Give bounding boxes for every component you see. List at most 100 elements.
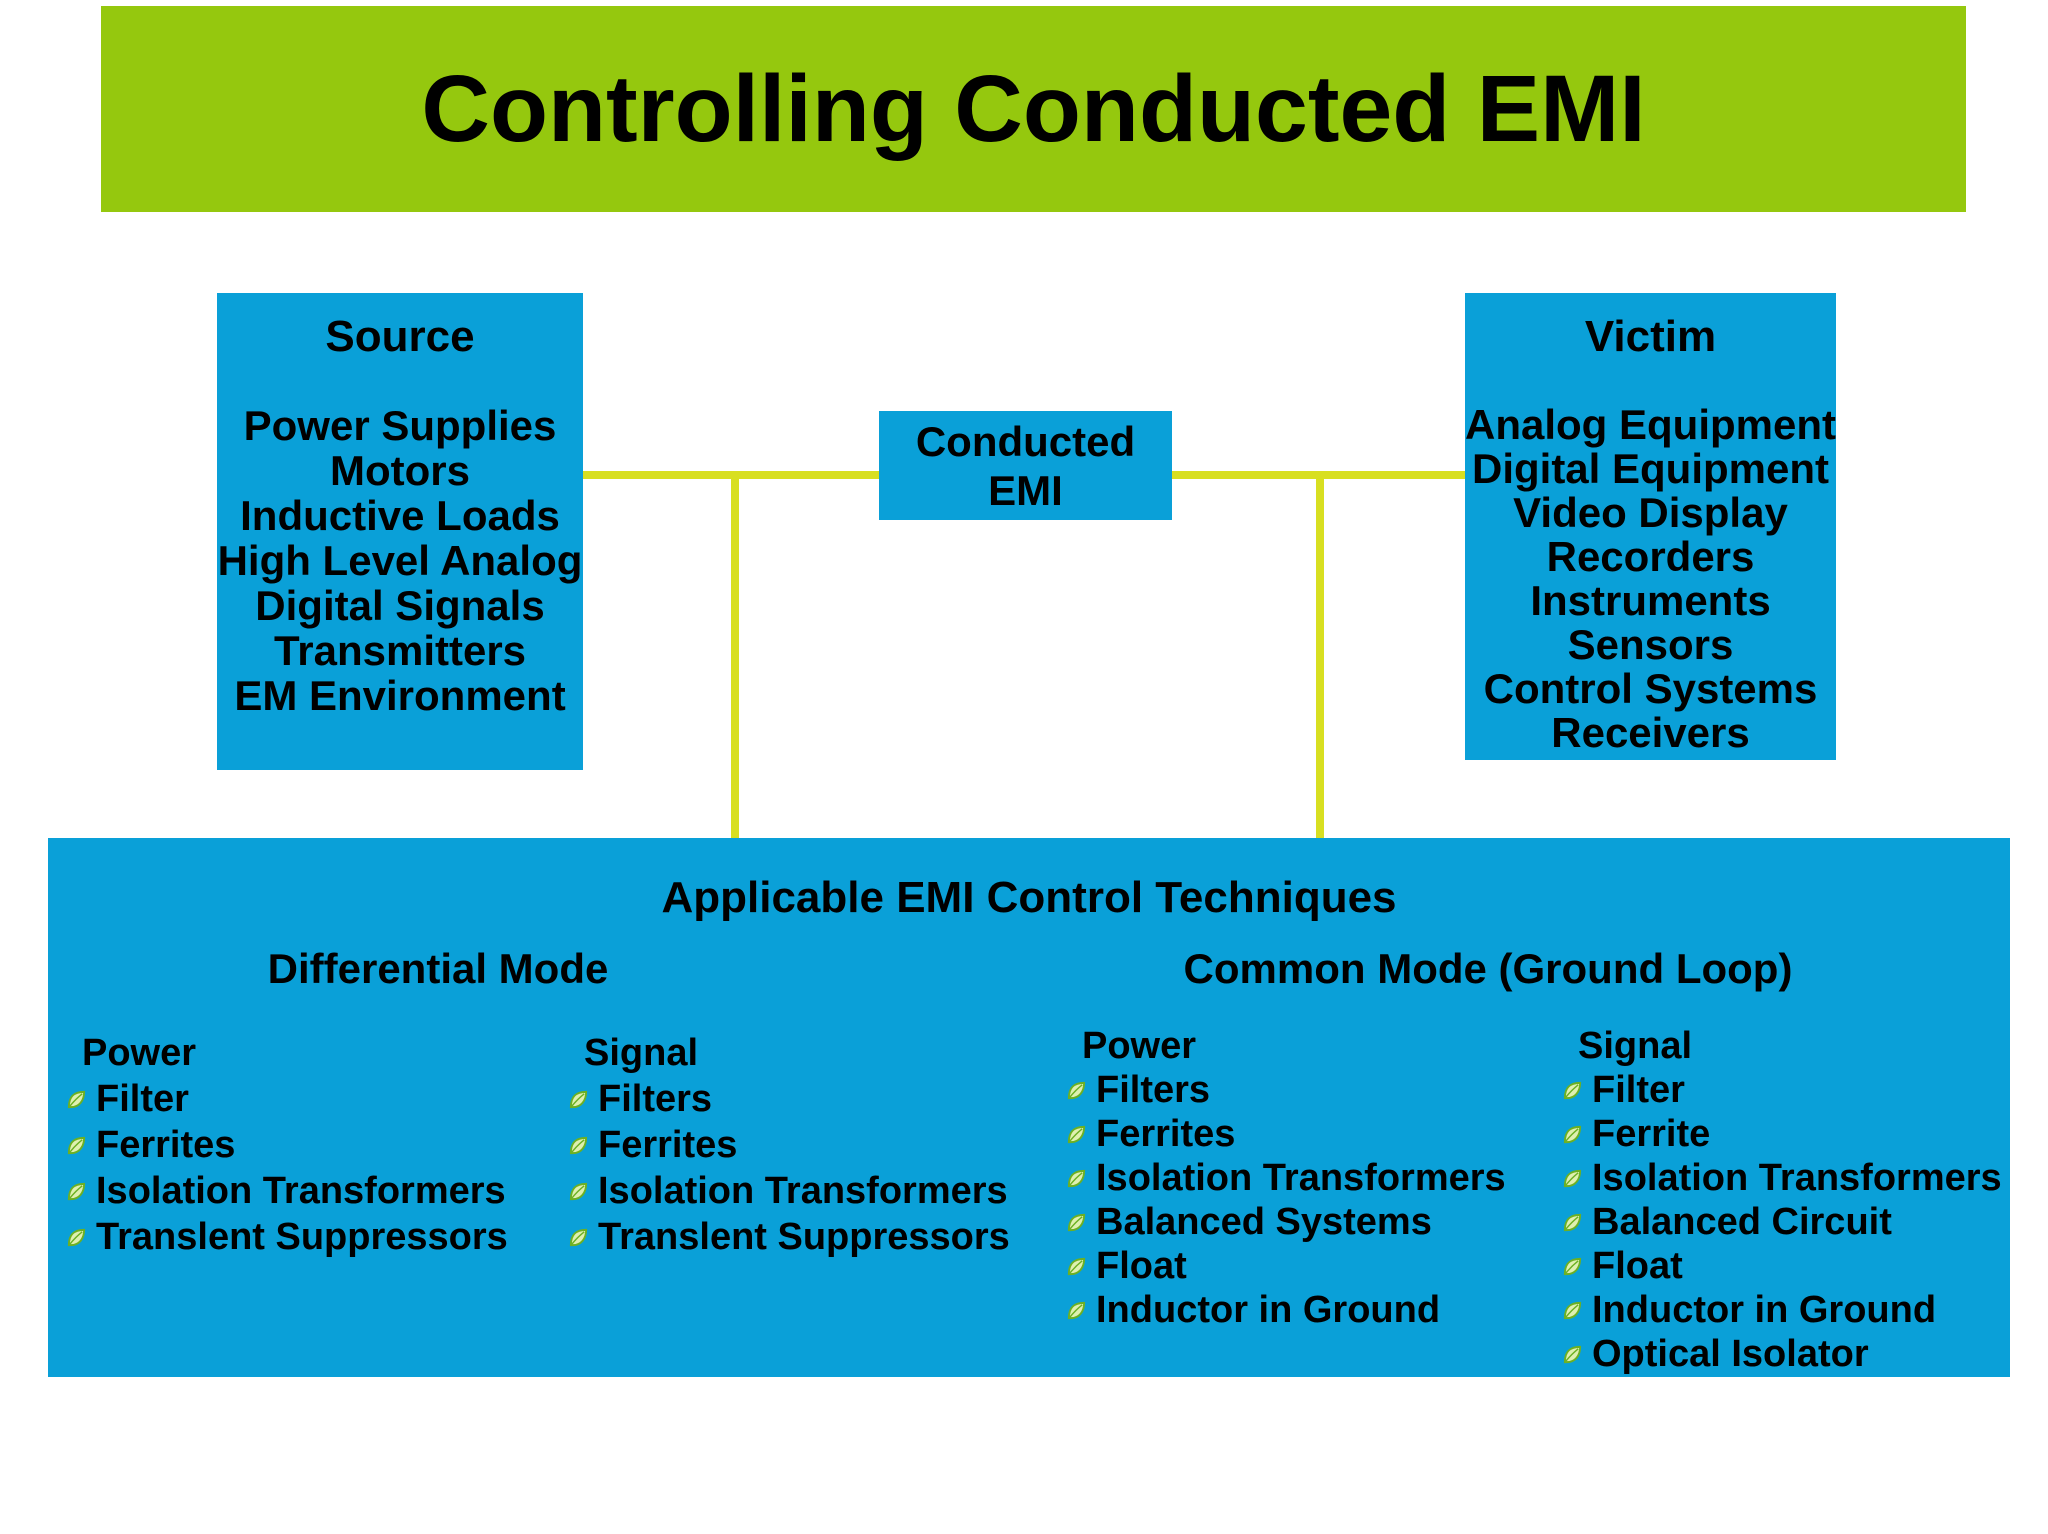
leaf-bullet-icon bbox=[568, 1089, 598, 1110]
conducted-emi-label-line2: EMI bbox=[988, 467, 1063, 514]
technique-item-label: Isolation Transformers bbox=[598, 1170, 1008, 1212]
technique-item-label: Ferrite bbox=[1592, 1113, 1711, 1155]
leaf-bullet-icon bbox=[66, 1089, 96, 1110]
leaf-bullet-icon bbox=[1066, 1300, 1096, 1321]
tech-item-list: Filter Ferrite Isolation Transformers Ba… bbox=[1562, 1068, 2002, 1376]
technique-item-label: Float bbox=[1096, 1245, 1187, 1287]
leaf-bullet-icon bbox=[1562, 1212, 1592, 1233]
victim-item: Video Display bbox=[1513, 489, 1788, 536]
technique-item: Optical Isolator bbox=[1562, 1332, 2002, 1376]
victim-item: Sensors bbox=[1567, 621, 1734, 668]
tech-column-common-power: Power Filters Ferrites Isolation Transfo… bbox=[1066, 1024, 1506, 1332]
tech-item-list: Filters Ferrites Isolation Transformers … bbox=[1066, 1068, 1506, 1332]
techniques-box: Applicable EMI Control Techniques Differ… bbox=[48, 838, 2010, 1377]
technique-item-label: Balanced Systems bbox=[1096, 1201, 1432, 1243]
technique-item-label: Filter bbox=[1592, 1069, 1685, 1111]
technique-item-label: Float bbox=[1592, 1245, 1683, 1287]
technique-item: Isolation Transformers bbox=[66, 1168, 508, 1214]
connector-line-left-vertical bbox=[731, 471, 739, 838]
techniques-title: Applicable EMI Control Techniques bbox=[661, 873, 1397, 922]
conducted-emi-box: Conducted EMI bbox=[879, 411, 1172, 520]
victim-item: Control Systems bbox=[1483, 665, 1818, 712]
tech-column-differential-signal: Signal Filters Ferrites Isolation Transf… bbox=[568, 1030, 1010, 1260]
tech-column-heading: Power bbox=[82, 1032, 197, 1074]
leaf-bullet-icon bbox=[1562, 1300, 1592, 1321]
technique-item: Ferrites bbox=[568, 1122, 1010, 1168]
leaf-bullet-icon bbox=[1562, 1124, 1592, 1145]
technique-item-label: Optical Isolator bbox=[1592, 1333, 1869, 1375]
technique-item: Isolation Transformers bbox=[568, 1168, 1010, 1214]
technique-item: Filters bbox=[568, 1076, 1010, 1122]
victim-item: Instruments bbox=[1530, 577, 1771, 624]
leaf-bullet-icon bbox=[66, 1181, 96, 1202]
leaf-bullet-icon bbox=[1066, 1256, 1096, 1277]
technique-item: Translent Suppressors bbox=[568, 1214, 1010, 1260]
source-item: High Level Analog bbox=[217, 537, 583, 584]
tech-column-common-signal: Signal Filter Ferrite Isolation Transfor… bbox=[1562, 1024, 2002, 1376]
leaf-bullet-icon bbox=[66, 1227, 96, 1248]
technique-item-label: Isolation Transformers bbox=[96, 1170, 506, 1212]
technique-item-label: Filters bbox=[598, 1078, 713, 1120]
source-item: Power Supplies bbox=[243, 402, 557, 449]
connector-line-right-vertical bbox=[1316, 471, 1324, 838]
technique-item-label: Translent Suppressors bbox=[96, 1216, 508, 1258]
victim-item: Recorders bbox=[1546, 533, 1755, 580]
technique-item: Ferrites bbox=[1066, 1112, 1506, 1156]
technique-item-label: Filter bbox=[96, 1078, 189, 1120]
technique-item: Inductor in Ground bbox=[1562, 1288, 2002, 1332]
technique-item-label: Isolation Transformers bbox=[1592, 1157, 2002, 1199]
technique-item-label: Ferrites bbox=[598, 1124, 738, 1166]
page-title: Controlling Conducted EMI bbox=[421, 55, 1646, 162]
tech-item-list: Filters Ferrites Isolation Transformers … bbox=[568, 1076, 1010, 1260]
source-item: EM Environment bbox=[234, 672, 566, 719]
leaf-bullet-icon bbox=[1066, 1080, 1096, 1101]
technique-item-label: Isolation Transformers bbox=[1096, 1157, 1506, 1199]
source-box-title: Source bbox=[325, 312, 475, 361]
victim-box-title: Victim bbox=[1584, 312, 1717, 361]
victim-item: Receivers bbox=[1551, 709, 1750, 756]
title-banner: Controlling Conducted EMI bbox=[101, 6, 1966, 212]
technique-item-label: Filters bbox=[1096, 1069, 1211, 1111]
technique-item-label: Ferrites bbox=[1096, 1113, 1236, 1155]
leaf-bullet-icon bbox=[568, 1135, 598, 1156]
leaf-bullet-icon bbox=[1562, 1168, 1592, 1189]
technique-item-label: Ferrites bbox=[96, 1124, 236, 1166]
source-item: Motors bbox=[330, 447, 470, 494]
source-item: Inductive Loads bbox=[240, 492, 560, 539]
conducted-emi-label-line1: Conducted bbox=[915, 418, 1136, 465]
leaf-bullet-icon bbox=[1562, 1080, 1592, 1101]
technique-item: Isolation Transformers bbox=[1562, 1156, 2002, 1200]
technique-item: Filter bbox=[66, 1076, 508, 1122]
technique-item: Balanced Systems bbox=[1066, 1200, 1506, 1244]
leaf-bullet-icon bbox=[66, 1135, 96, 1156]
technique-item: Balanced Circuit bbox=[1562, 1200, 2002, 1244]
leaf-bullet-icon bbox=[568, 1227, 598, 1248]
tech-column-heading: Power bbox=[1082, 1025, 1197, 1067]
technique-item: Translent Suppressors bbox=[66, 1214, 508, 1260]
technique-item-label: Balanced Circuit bbox=[1592, 1201, 1892, 1243]
technique-item-label: Inductor in Ground bbox=[1096, 1289, 1441, 1331]
source-item: Transmitters bbox=[273, 627, 527, 674]
leaf-bullet-icon bbox=[1066, 1168, 1096, 1189]
technique-item: Filters bbox=[1066, 1068, 1506, 1112]
technique-item: Ferrites bbox=[66, 1122, 508, 1168]
technique-item: Float bbox=[1562, 1244, 2002, 1288]
leaf-bullet-icon bbox=[1562, 1344, 1592, 1365]
technique-item-label: Inductor in Ground bbox=[1592, 1289, 1937, 1331]
source-item: Digital Signals bbox=[255, 582, 545, 629]
common-mode-header: Common Mode (Ground Loop) bbox=[1183, 945, 1793, 992]
leaf-bullet-icon bbox=[1066, 1124, 1096, 1145]
leaf-bullet-icon bbox=[1066, 1212, 1096, 1233]
leaf-bullet-icon bbox=[1562, 1256, 1592, 1277]
spacer bbox=[217, 361, 583, 403]
tech-column-heading: Signal bbox=[584, 1032, 699, 1074]
technique-item: Inductor in Ground bbox=[1066, 1288, 1506, 1332]
technique-item: Isolation Transformers bbox=[1066, 1156, 1506, 1200]
spacer bbox=[1465, 361, 1836, 403]
tech-item-list: Filter Ferrites Isolation Transformers T… bbox=[66, 1076, 508, 1260]
victim-item: Digital Equipment bbox=[1472, 445, 1829, 492]
